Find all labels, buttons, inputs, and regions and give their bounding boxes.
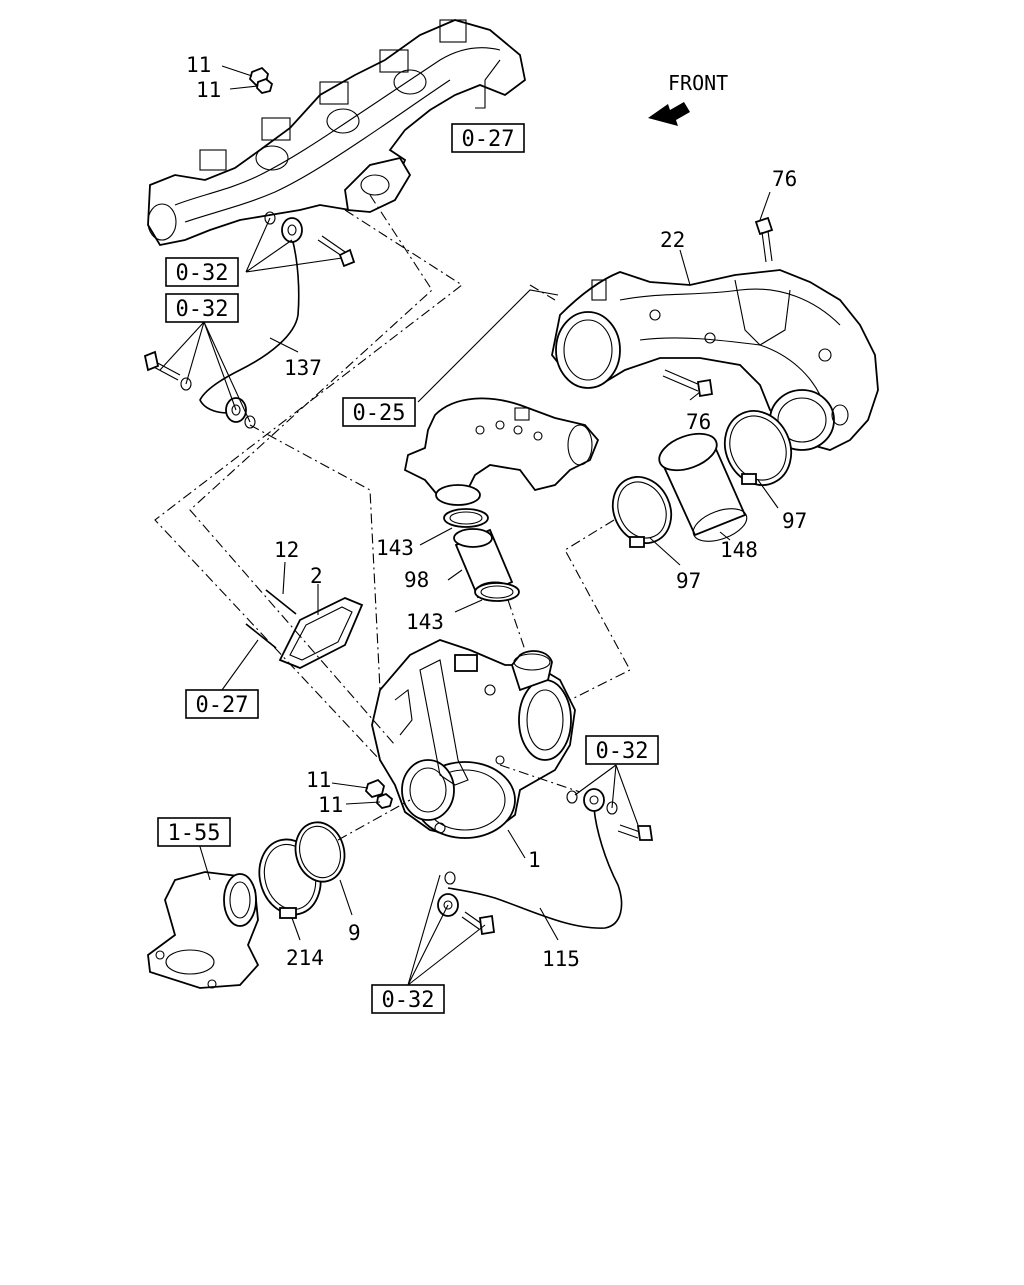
callout-98: 98 [404, 568, 429, 592]
ref-box-0-32-d: 0-32 [371, 984, 445, 1014]
svg-text:0-27: 0-27 [462, 127, 515, 152]
svg-text:0-32: 0-32 [176, 297, 229, 322]
front-label: FRONT [668, 71, 728, 95]
ref-box-0-32-c: 0-32 [585, 735, 659, 765]
svg-text:0-32: 0-32 [176, 261, 229, 286]
ref-box-1-55: 1-55 [157, 817, 231, 847]
oil-pipe-115 [437, 788, 654, 936]
gasket-2 [278, 597, 364, 669]
bolt-76-top [754, 216, 774, 263]
callout-76-lower: 76 [686, 410, 711, 434]
ref-box-0-25: 0-25 [342, 397, 416, 427]
gasket-9 [294, 821, 346, 883]
svg-text:0-25: 0-25 [353, 401, 406, 426]
clamp-97-upper [723, 410, 793, 486]
svg-text:1-55: 1-55 [168, 821, 221, 846]
exhaust-manifold [147, 19, 526, 247]
ref-box-0-27-mid: 0-27 [185, 689, 259, 719]
callout-11-b: 11 [196, 78, 221, 102]
callout-11-a: 11 [186, 53, 211, 77]
turbocharger-1 [371, 639, 576, 839]
callout-115: 115 [542, 947, 580, 971]
inlet-adapter [147, 871, 260, 989]
callout-143-upper: 143 [376, 536, 414, 560]
callout-1: 1 [528, 848, 541, 872]
clamp-143-upper [443, 508, 489, 528]
callout-143-lower: 143 [406, 610, 444, 634]
callout-2: 2 [310, 564, 323, 588]
callout-11-c: 11 [306, 768, 331, 792]
callout-137: 137 [284, 356, 322, 380]
nut-11-turbo [364, 778, 394, 809]
callout-22: 22 [660, 228, 685, 252]
callout-214: 214 [286, 946, 324, 970]
callout-9: 9 [348, 921, 361, 945]
callout-12: 12 [274, 538, 299, 562]
svg-text:0-27: 0-27 [196, 693, 249, 718]
hose-148 [658, 432, 748, 542]
ref-box-0-27-top: 0-27 [451, 123, 525, 153]
turbo-outlet-elbow [403, 397, 600, 506]
clamp-97-lower [611, 476, 673, 548]
intake-pipe-22 [551, 269, 879, 451]
nut-11-top [248, 66, 274, 94]
clamp-143-lower [474, 582, 520, 602]
hose-98 [453, 528, 514, 599]
callout-148: 148 [720, 538, 758, 562]
callout-76-top: 76 [772, 167, 797, 191]
assembly-lines [154, 194, 631, 841]
callout-97-upper: 97 [782, 509, 807, 533]
leader-lines [159, 59, 779, 986]
ref-box-0-32-a: 0-32 [165, 257, 239, 287]
stud-lower [245, 623, 277, 649]
svg-text:0-32: 0-32 [382, 988, 435, 1013]
callout-97-lower: 97 [676, 569, 701, 593]
ref-box-0-32-b: 0-32 [165, 293, 239, 323]
svg-text:0-32: 0-32 [596, 739, 649, 764]
callout-numbers: 11 11 76 22 137 76 12 2 143 98 143 97 14… [186, 53, 807, 971]
callout-11-d: 11 [318, 793, 343, 817]
stud-12 [265, 589, 297, 615]
bolt-76-lower [662, 369, 714, 398]
front-arrow-icon [648, 102, 690, 126]
